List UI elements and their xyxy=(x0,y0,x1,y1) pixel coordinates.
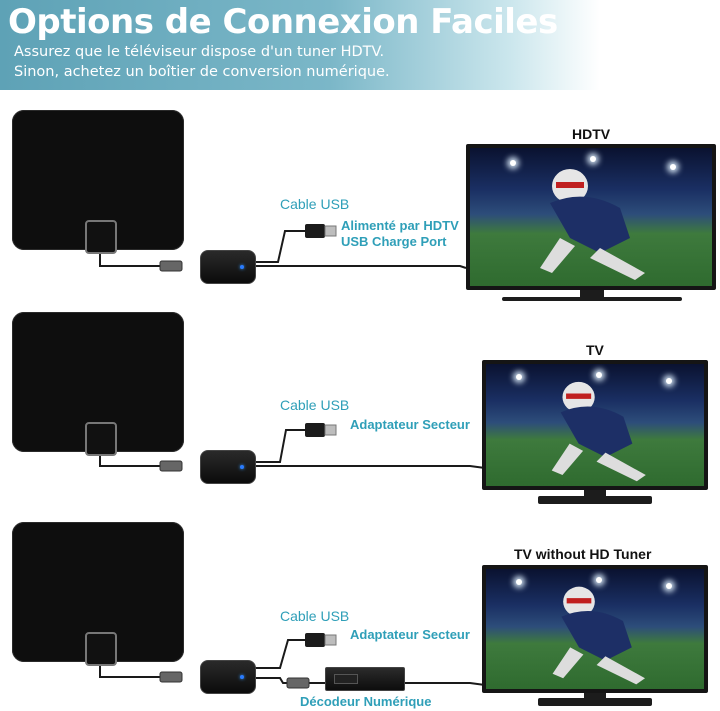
coax-connector-icon xyxy=(159,260,183,272)
power-label-line1: Adaptateur Secteur xyxy=(350,417,470,432)
antenna-panel-icon xyxy=(12,522,184,666)
power-label-line1: Alimenté par HDTV xyxy=(341,218,459,233)
tv-label: TV without HD Tuner xyxy=(514,546,652,562)
tv-stand-neck xyxy=(584,490,606,498)
coax-connector-icon xyxy=(159,671,183,683)
amplifier-box-icon xyxy=(200,660,256,694)
subtitle-line-1: Assurez que le téléviseur dispose d'un t… xyxy=(14,44,385,60)
power-label-line1: Adaptateur Secteur xyxy=(350,627,470,642)
tv-stand-neck xyxy=(584,693,606,699)
tv-stand-base xyxy=(538,496,652,504)
antenna-panel-icon xyxy=(12,110,184,254)
usb-plug-icon xyxy=(305,224,337,647)
cable-usb-label: Cable USB xyxy=(280,397,350,413)
subtitle-line-2: Sinon, achetez un boîtier de conversion … xyxy=(14,64,390,80)
decoder-label: Décodeur Numérique xyxy=(300,694,432,709)
television-icon xyxy=(482,565,708,693)
header-banner xyxy=(0,0,600,90)
cable-usb-label: Cable USB xyxy=(280,608,350,624)
cable-usb-label: Cable USB xyxy=(280,196,350,212)
tv-stand-neck xyxy=(580,290,604,298)
amplifier-box-icon xyxy=(200,250,256,284)
amplifier-box-icon xyxy=(200,450,256,484)
antenna-panel-icon xyxy=(12,312,184,456)
power-label-line2: USB Charge Port xyxy=(341,234,447,249)
tv-label: HDTV xyxy=(572,126,611,142)
television-icon xyxy=(466,144,716,290)
decoder-box-icon xyxy=(325,667,405,691)
coax-connector-icon xyxy=(159,460,183,472)
television-icon xyxy=(482,360,708,490)
coax-connector-icon xyxy=(286,677,310,689)
tv-label: TV xyxy=(586,342,604,358)
page-title: Options de Connexion Faciles xyxy=(8,2,558,42)
tv-stand-base xyxy=(538,698,652,706)
tv-stand-base xyxy=(502,297,682,301)
